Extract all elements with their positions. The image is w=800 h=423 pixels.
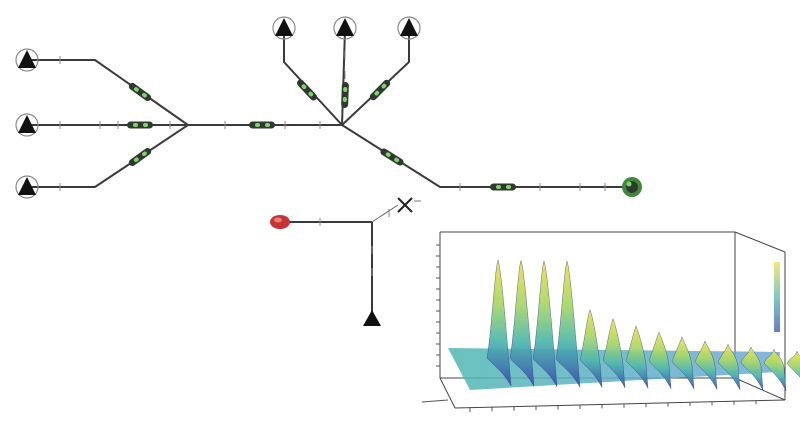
triangle-terminal-icon [15,175,39,199]
pipe-ticks [59,51,606,276]
surface-peak [555,260,581,388]
surface-ripple [694,340,718,390]
segment-accent [308,91,314,97]
cross-junction-icon [397,197,421,213]
junction-diagonal [371,204,399,223]
surface-ripple [786,350,800,378]
segment-element [490,183,516,191]
branch-up-left [283,30,343,126]
surface-ripple [763,348,787,391]
segment-accent [385,152,391,157]
branch-to-sink [341,124,632,188]
source-branch [282,204,399,312]
surface-ripple [717,343,741,391]
triangle-terminal-icon [397,16,421,40]
surface-ripple [671,336,695,390]
segment-body [127,121,153,129]
upper-branches [283,29,410,126]
surface-plot [421,231,800,412]
segment-accent [265,123,270,127]
segment-body [380,148,404,166]
surface-peak [532,260,558,387]
segment-body [341,82,349,108]
segment-accent [343,87,348,93]
segment-element [249,121,275,129]
segment-accent [374,90,380,96]
segment-accent [133,87,139,92]
branch-up-center [341,29,346,126]
branch-bottom-left [30,124,189,188]
plot-axis-ticks [421,244,757,412]
plot-colorbar [774,262,780,332]
surface-ripple [602,318,626,389]
segment-body [249,121,275,129]
surface-ripple [579,309,603,388]
segment-element [341,82,349,108]
segment-accent [133,123,138,127]
segment-body [128,147,152,167]
segment-accent [394,157,400,163]
segment-accent [506,185,511,189]
segment-accent [142,151,147,157]
left-branches [30,59,189,188]
segment-elements [127,79,516,191]
terminals [15,16,421,326]
branch-top-left [30,59,189,126]
surface-ripple [648,331,672,389]
segment-accent [255,123,260,127]
triangle-terminal-icon [363,310,381,326]
segment-element [297,79,317,101]
segment-accent [142,92,147,98]
segment-element [128,82,152,102]
segment-body [369,79,391,101]
segment-accent [496,185,501,189]
green-sink-node-icon [622,177,642,197]
segment-accent [342,96,347,102]
plot-ridges [486,259,800,391]
red-source-node-icon [270,215,290,229]
branch-up-right [341,30,410,126]
segment-element [380,148,404,166]
segment-body [128,82,152,102]
surface-ripple [740,346,764,391]
segment-element [128,147,152,167]
triangle-terminal-icon [15,113,39,137]
segment-accent [381,83,387,89]
segment-accent [143,123,148,127]
surface-ripple [625,325,649,389]
segment-element [127,121,153,129]
segment-accent [133,157,139,162]
triangle-terminal-icon [272,16,296,40]
segment-body [490,183,516,191]
surface-peak [509,259,535,387]
triangle-terminal-icon [333,16,357,40]
axis-label-mark [421,399,449,403]
segment-element [369,79,391,101]
surface-peak [486,259,512,387]
segment-accent [301,84,307,90]
triangle-terminal-icon [15,48,39,72]
segment-body [297,79,317,101]
